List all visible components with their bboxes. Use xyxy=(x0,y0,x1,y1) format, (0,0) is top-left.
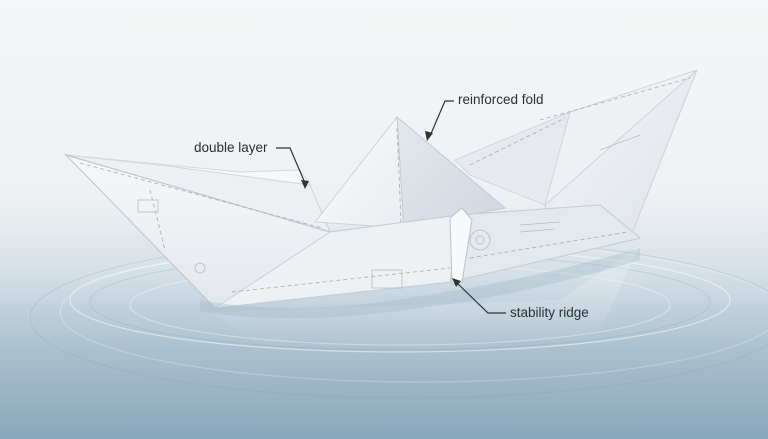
label-stability-ridge: stability ridge xyxy=(510,305,589,320)
callout-leaders xyxy=(276,100,506,314)
fold-guides xyxy=(79,77,691,293)
stern-inner xyxy=(454,111,571,206)
waterline xyxy=(200,248,640,319)
leader-double-layer xyxy=(276,147,306,184)
leader-stability-ridge xyxy=(455,281,506,314)
arrow-double-layer xyxy=(301,180,309,189)
bow-rim xyxy=(65,154,312,186)
arrow-stability-ridge xyxy=(452,278,461,287)
arrow-reinforced-fold xyxy=(425,131,433,141)
label-reinforced-fold: reinforced fold xyxy=(458,92,544,107)
leader-reinforced-fold xyxy=(429,100,454,137)
boat-reflection xyxy=(210,245,640,350)
label-double-layer: double layer xyxy=(194,140,268,155)
paper-markings xyxy=(137,134,641,289)
ridge-shape xyxy=(449,207,473,285)
callout-arrowheads xyxy=(301,131,461,287)
